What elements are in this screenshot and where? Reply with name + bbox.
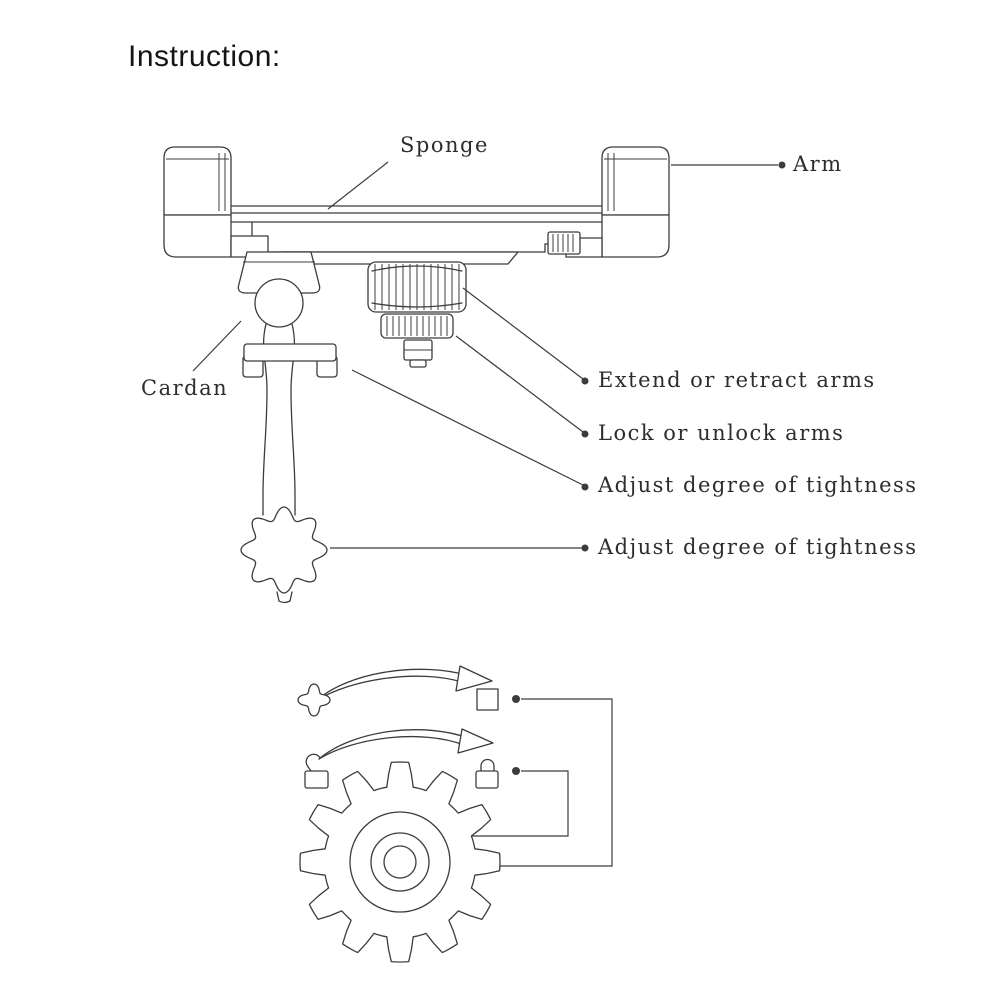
rotation-arrow-bottom <box>318 728 494 760</box>
right-arm <box>565 146 670 258</box>
sprocket-gear-icon <box>299 761 501 963</box>
arm-leader-dot <box>778 161 786 169</box>
lock-unlock-ring-icon <box>380 313 454 368</box>
adjust-tightness-knob-label: Adjust degree of tightness <box>598 535 918 559</box>
lock-connector-line <box>468 770 569 837</box>
arrowhead-icon <box>457 728 494 754</box>
square-connector-line <box>480 698 613 867</box>
sponge-leader-line <box>327 161 389 210</box>
rotation-instruction-diagram <box>297 665 613 963</box>
rotation-arrow-top <box>315 665 493 702</box>
adjust-knob-leader-dot <box>581 544 589 552</box>
page-title: Instruction: <box>128 40 281 73</box>
lock-leader-dot <box>581 430 589 438</box>
lock-unlock-label: Lock or unlock arms <box>598 421 845 445</box>
phone-mount-diagram <box>163 146 670 604</box>
cardan-label: Cardan <box>141 376 229 400</box>
arm-label: Arm <box>793 152 843 176</box>
open-padlock-icon <box>304 753 329 789</box>
square-icon <box>476 688 499 711</box>
adjust-top-leader-line <box>351 369 584 486</box>
arrowhead-icon <box>455 665 493 692</box>
clover-knob-icon <box>297 683 331 717</box>
extend-leader-line <box>462 287 584 380</box>
closed-padlock-icon <box>475 758 499 789</box>
sponge-label: Sponge <box>400 133 489 157</box>
tightness-knob-icon <box>240 506 328 604</box>
left-arm <box>163 146 269 258</box>
adjust-tightness-top-label: Adjust degree of tightness <box>598 473 918 497</box>
lock-connector-dot <box>512 767 520 775</box>
extend-retract-label: Extend or retract arms <box>598 368 876 392</box>
square-connector-dot <box>512 695 520 703</box>
rail-knurl-block <box>547 231 581 255</box>
clamp-wings <box>242 343 338 378</box>
lock-leader-line <box>455 335 584 433</box>
cardan-ball-joint <box>237 251 321 328</box>
leader-lines <box>192 161 786 552</box>
extend-leader-dot <box>581 377 589 385</box>
cardan-leader-line <box>192 320 242 372</box>
adjust-top-leader-dot <box>581 483 589 491</box>
extend-retract-gear-icon <box>367 261 467 313</box>
